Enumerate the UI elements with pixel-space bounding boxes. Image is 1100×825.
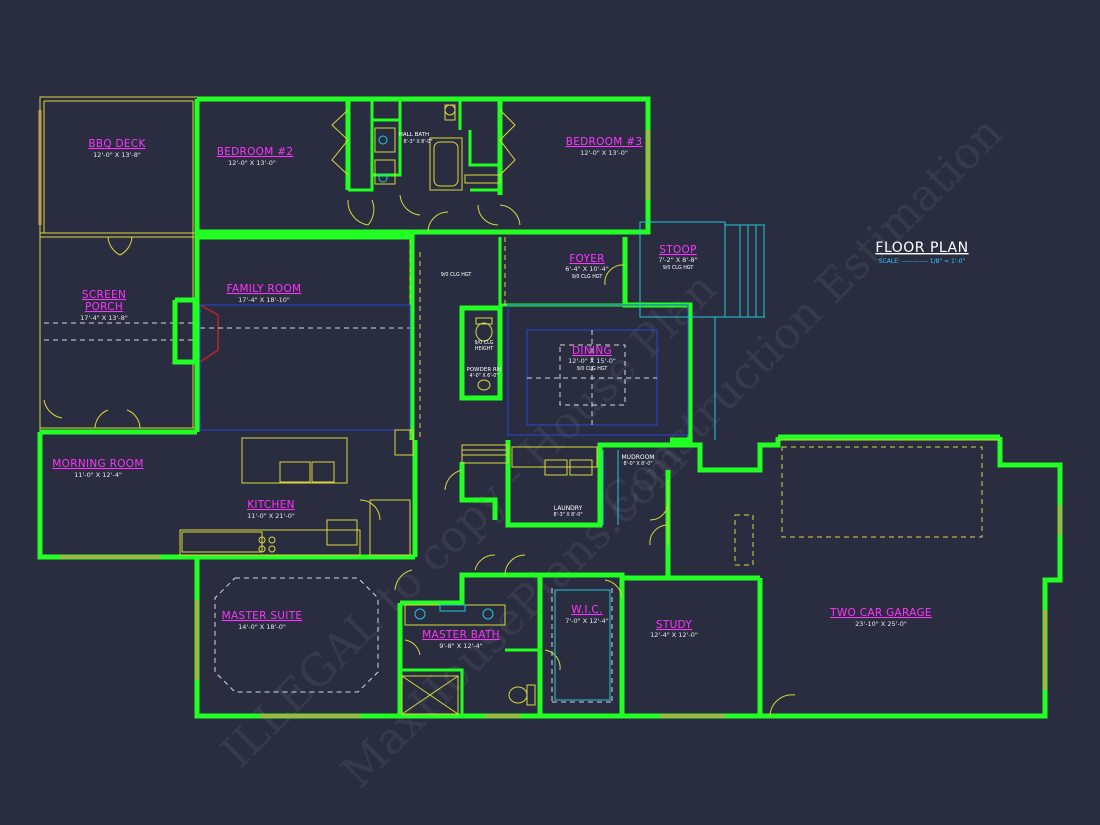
stoop-note: 9/0 CLG HGT	[663, 265, 694, 271]
master-suite-label: MASTER SUITE	[222, 610, 303, 622]
bbq-deck-dim: 12'-0" X 13'-8"	[93, 151, 141, 159]
hall-bath-label: HALL BATH	[399, 132, 429, 138]
room-labels: BBQ DECK 12'-0" X 13'-8" BEDROOM #2 12'-…	[52, 132, 932, 650]
watermark: ILLEGAL to copy - House Plan MaxHousePla…	[212, 107, 1013, 798]
powder-room-dim: 4'-0" X 6'-0"	[469, 373, 498, 379]
dining-note: 9/0 CLG HGT	[577, 366, 608, 372]
kitchen-label: KITCHEN	[247, 499, 295, 511]
powder-note-2: HEIGHT	[475, 346, 493, 352]
wic-label: W.I.C.	[571, 604, 602, 616]
fixtures	[60, 104, 1062, 718]
dining-label: DINING	[572, 345, 612, 357]
title-block: FLOOR PLAN SCALE: ------------ 1/8" = 1'…	[875, 240, 968, 265]
bbq-deck-label: BBQ DECK	[88, 138, 146, 150]
master-bath-label: MASTER BATH	[422, 629, 500, 641]
master-suite-dim: 14'-0" X 18'-0"	[238, 623, 286, 631]
drawing-scale: SCALE: ------------ 1/8" = 1'-0"	[879, 258, 966, 265]
garage-label: TWO CAR GARAGE	[829, 607, 932, 619]
doors	[331, 109, 796, 717]
laundry-dim: 8'-3" X 8'-0"	[553, 512, 582, 518]
screen-porch-label-1: SCREEN	[82, 289, 126, 301]
wic-dim: 7'-0" X 12'-4"	[565, 617, 609, 625]
mudroom-label: MUDROOM	[622, 454, 655, 461]
foyer-note: 9/0 CLG HGT	[572, 274, 603, 280]
family-room-label: FAMILY ROOM	[227, 283, 302, 295]
screen-porch-label-2: PORCH	[85, 301, 123, 313]
walls	[37, 96, 1063, 719]
foyer-dim: 6'-4" X 10'-4"	[565, 265, 609, 273]
stoop-label: STOOP	[659, 244, 696, 256]
mudroom-dim: 8'-0" X 8'-0"	[623, 461, 652, 467]
powder-room-label: POWDER RM	[467, 367, 502, 373]
stoop-dim: 7'-2" X 8'-8"	[658, 256, 697, 264]
bedroom3-dim: 12'-0" X 13'-0"	[580, 149, 628, 157]
bedroom2-dim: 12'-0" X 13'-0"	[228, 159, 276, 167]
powder-note-1: 9/0 CLG	[475, 340, 494, 346]
watermark-line-1: ILLEGAL to copy - House Plan	[212, 263, 727, 778]
hall-bath-dim: 8'-3" X 8'-0"	[403, 139, 432, 145]
morning-room-dim: 11'-0" X 12'-4"	[74, 471, 122, 479]
screen-porch-dim: 17'-4" X 13'-8"	[80, 314, 128, 322]
morning-room-label: MORNING ROOM	[52, 458, 143, 470]
hall-ceiling-note: 9/0 CLG HGT	[441, 272, 472, 278]
dining-dim: 12'-0" X 15'-0"	[568, 357, 616, 365]
study-dim: 12'-4" X 12'-0"	[650, 631, 698, 639]
kitchen-dim: 11'-0" X 21'-0"	[247, 512, 295, 520]
master-bath-dim: 9'-8" X 12'-4"	[439, 642, 483, 650]
foyer-label: FOYER	[569, 253, 605, 265]
laundry-label: LAUNDRY	[554, 505, 583, 512]
drawing-title: FLOOR PLAN	[875, 240, 968, 256]
bedroom3-label: BEDROOM #3	[566, 136, 643, 148]
garage-dim: 23'-10" X 25'-0"	[855, 620, 907, 628]
bedroom2-label: BEDROOM #2	[217, 146, 294, 158]
family-room-dim: 17'-4" X 18'-10"	[238, 296, 290, 304]
study-label: STUDY	[656, 619, 692, 631]
